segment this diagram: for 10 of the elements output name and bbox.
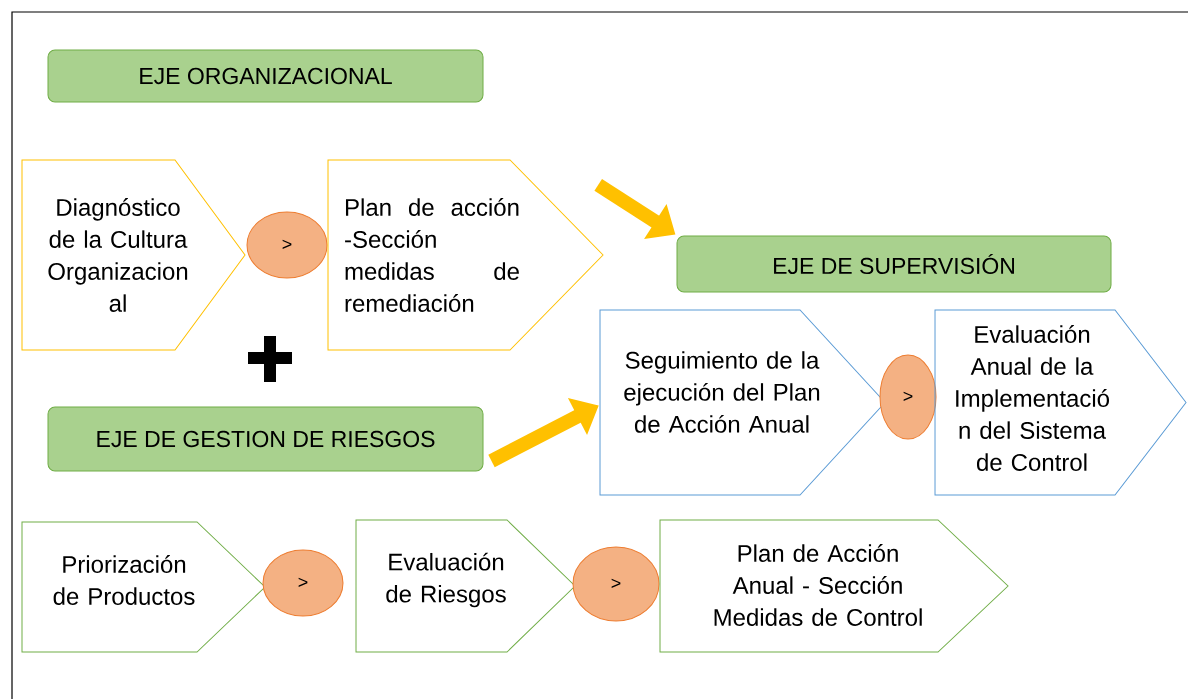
chevron-box: Evaluación Anual de la Implementació n del Sistema de Control (934, 309, 1187, 496)
chevron-box: Plan de acción -Sección medidas de remediación (327, 159, 604, 351)
heading-bar: EJE DE GESTION DE RIESGOS (47, 406, 484, 472)
chevron-box: Seguimiento de la ejecución del Plan de Acción Anual (599, 309, 886, 496)
chevron-box: Evaluación de Riesgos (355, 519, 576, 653)
chevron-box: Priorización de Productos (21, 521, 266, 653)
chevron-box: Plan de Acción Anual - Sección Medidas de Control (659, 519, 1009, 653)
chevron-box: Diagnóstico de la Cultura Organizacion al (21, 159, 246, 351)
heading-bar: EJE DE SUPERVISIÓN (676, 235, 1112, 293)
heading-bar: EJE ORGANIZACIONAL (47, 49, 484, 103)
